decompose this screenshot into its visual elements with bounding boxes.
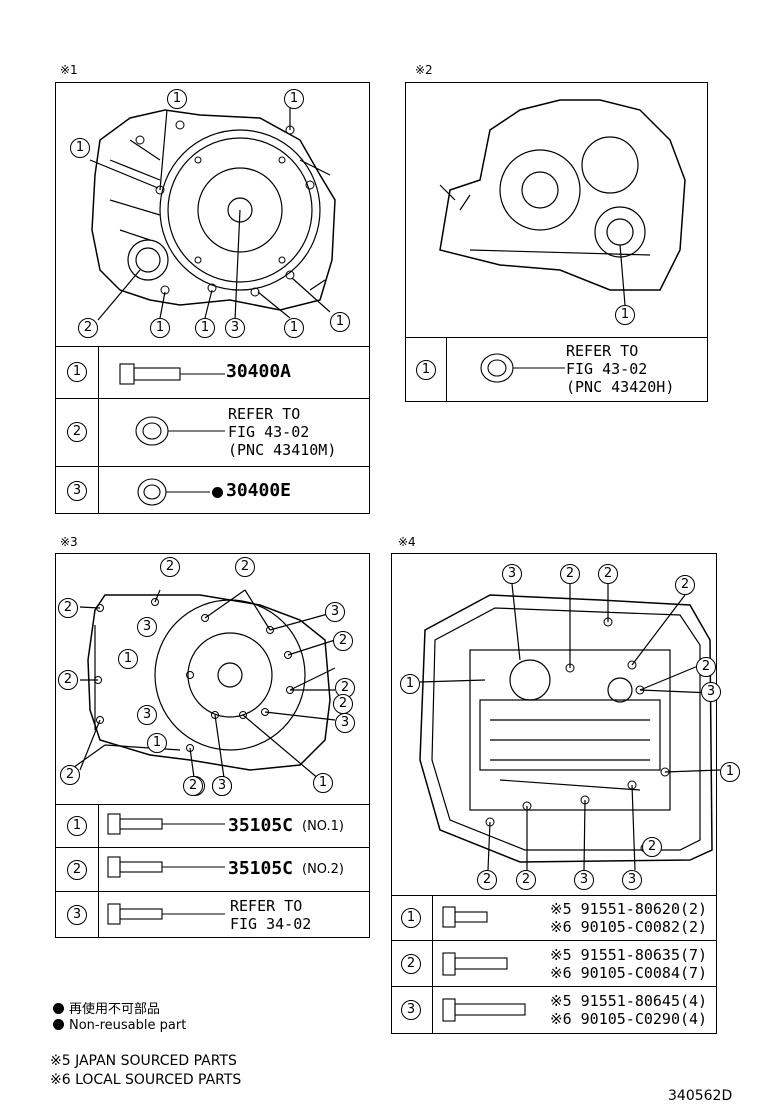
callout-2: 2 bbox=[560, 564, 580, 584]
figure-id: 340562D bbox=[668, 1088, 733, 1104]
callout-3: 3 bbox=[212, 776, 232, 796]
reference-line-3: (PNC 43410M) bbox=[228, 441, 337, 459]
s1-row-2: 2 REFER TO FIG 43-02 (PNC 43410M) bbox=[55, 398, 370, 467]
callout-2: 2 bbox=[696, 657, 716, 677]
non-reusable-dot-icon bbox=[212, 487, 223, 498]
s3-row-3: 3 REFER TO FIG 34-02 bbox=[55, 891, 370, 938]
index-circle: 2 bbox=[401, 954, 421, 974]
callout-2: 2 bbox=[58, 670, 78, 690]
part-line-1: ※5 91551-80620(2) bbox=[550, 900, 708, 918]
non-reusable-dot-icon bbox=[53, 1019, 64, 1030]
callout-3: 3 bbox=[502, 564, 522, 584]
callout-1: 1 bbox=[400, 674, 420, 694]
callout-2: 2 bbox=[333, 694, 353, 714]
reference-line-1: REFER TO bbox=[230, 897, 303, 915]
section-label-1: ※1 bbox=[60, 63, 78, 77]
s3-row-2: 2 35105C (NO.2) bbox=[55, 847, 370, 892]
reference-line-3: (PNC 43420H) bbox=[566, 378, 675, 396]
callout-1: 1 bbox=[720, 762, 740, 782]
callout-1: 1 bbox=[167, 89, 187, 109]
footnote-local-sourced: ※6 LOCAL SOURCED PARTS bbox=[50, 1072, 242, 1088]
callout-1: 1 bbox=[195, 318, 215, 338]
part-line-2: ※6 90105-C0084(7) bbox=[550, 964, 708, 982]
transaxle-side-drawing bbox=[439, 99, 686, 306]
reference-line-2: FIG 43-02 bbox=[566, 360, 648, 378]
callout-2: 2 bbox=[675, 575, 695, 595]
callout-1: 1 bbox=[70, 138, 90, 158]
s2-row-1: 1 REFER TO FIG 43-02 (PNC 43420H) bbox=[405, 337, 708, 402]
part-line-1: ※5 91551-80635(7) bbox=[550, 946, 708, 964]
callout-3: 3 bbox=[574, 870, 594, 890]
reference-line-1: REFER TO bbox=[566, 342, 639, 360]
section-label-4: ※4 bbox=[398, 535, 416, 549]
part-variant: (NO.2) bbox=[302, 862, 344, 877]
part-line-2: ※6 90105-C0082(2) bbox=[550, 918, 708, 936]
callout-1: 1 bbox=[284, 318, 304, 338]
reference-line-2: FIG 34-02 bbox=[230, 915, 312, 933]
index-circle: 1 bbox=[401, 908, 421, 928]
transaxle-housing-front-drawing bbox=[89, 108, 336, 321]
callout-3: 3 bbox=[335, 713, 355, 733]
callout-2: 2 bbox=[58, 598, 78, 618]
part-icons bbox=[107, 353, 565, 1022]
callout-1: 1 bbox=[615, 305, 635, 325]
valve-body-drawing bbox=[419, 583, 721, 871]
part-variant: (NO.1) bbox=[302, 819, 344, 834]
s4-row-2: 2 ※5 91551-80635(7) ※6 90105-C0084(7) bbox=[391, 940, 717, 987]
callout-1: 1 bbox=[150, 318, 170, 338]
index-circle: 1 bbox=[416, 360, 436, 380]
part-number: 30400E bbox=[226, 480, 292, 501]
part-number: 35105C bbox=[228, 815, 294, 836]
callout-1: 1 bbox=[147, 733, 167, 753]
s4-row-3: 3 ※5 91551-80645(4) ※6 90105-C0290(4) bbox=[391, 986, 717, 1034]
callout-2: 2 bbox=[642, 837, 662, 857]
callout-3: 3 bbox=[701, 682, 721, 702]
part-line-1: ※5 91551-80645(4) bbox=[550, 992, 708, 1010]
transaxle-rear-housing-drawing bbox=[69, 589, 336, 786]
part-number: 35105C bbox=[228, 858, 294, 879]
callout-3: 3 bbox=[137, 705, 157, 725]
callout-3: 3 bbox=[137, 617, 157, 637]
callout-1: 1 bbox=[284, 89, 304, 109]
callout-2: 2 bbox=[60, 765, 80, 785]
callout-3: 3 bbox=[622, 870, 642, 890]
reference-line-2: FIG 43-02 bbox=[228, 423, 310, 441]
callout-3: 3 bbox=[325, 602, 345, 622]
callout-2: 2 bbox=[78, 318, 98, 338]
index-circle: 3 bbox=[67, 481, 87, 501]
part-number: 30400A bbox=[226, 361, 292, 382]
callout-1: 1 bbox=[118, 649, 138, 669]
s4-row-1: 1 ※5 91551-80620(2) ※6 90105-C0082(2) bbox=[391, 895, 717, 941]
s3-row-1: 1 35105C (NO.1) bbox=[55, 804, 370, 848]
callout-2: 2 bbox=[160, 557, 180, 577]
index-circle: 1 bbox=[67, 816, 87, 836]
legend-non-reusable-en: Non-reusable part bbox=[53, 1018, 186, 1033]
s1-row-1: 1 30400A bbox=[55, 346, 370, 399]
index-circle: 2 bbox=[67, 422, 87, 442]
callout-2: 2 bbox=[477, 870, 497, 890]
section-label-3: ※3 bbox=[60, 535, 78, 549]
section-label-2: ※2 bbox=[415, 63, 433, 77]
callout-2: 2 bbox=[183, 776, 203, 796]
index-circle: 1 bbox=[67, 362, 87, 382]
index-circle: 3 bbox=[401, 1000, 421, 1020]
callout-3: 3 bbox=[225, 318, 245, 338]
non-reusable-dot-icon bbox=[53, 1003, 64, 1014]
callout-2: 2 bbox=[333, 631, 353, 651]
index-circle: 2 bbox=[67, 860, 87, 880]
legend-non-reusable-ja: 再使用不可部品 bbox=[53, 998, 160, 1017]
part-line-2: ※6 90105-C0290(4) bbox=[550, 1010, 708, 1028]
reference-line-1: REFER TO bbox=[228, 405, 301, 423]
s1-row-3: 3 30400E bbox=[55, 466, 370, 514]
footnote-japan-sourced: ※5 JAPAN SOURCED PARTS bbox=[50, 1053, 237, 1069]
index-circle: 3 bbox=[67, 905, 87, 925]
callout-1: 1 bbox=[330, 312, 350, 332]
callout-2: 2 bbox=[235, 557, 255, 577]
callout-1: 1 bbox=[313, 773, 333, 793]
callout-2: 2 bbox=[598, 564, 618, 584]
callout-2: 2 bbox=[516, 870, 536, 890]
